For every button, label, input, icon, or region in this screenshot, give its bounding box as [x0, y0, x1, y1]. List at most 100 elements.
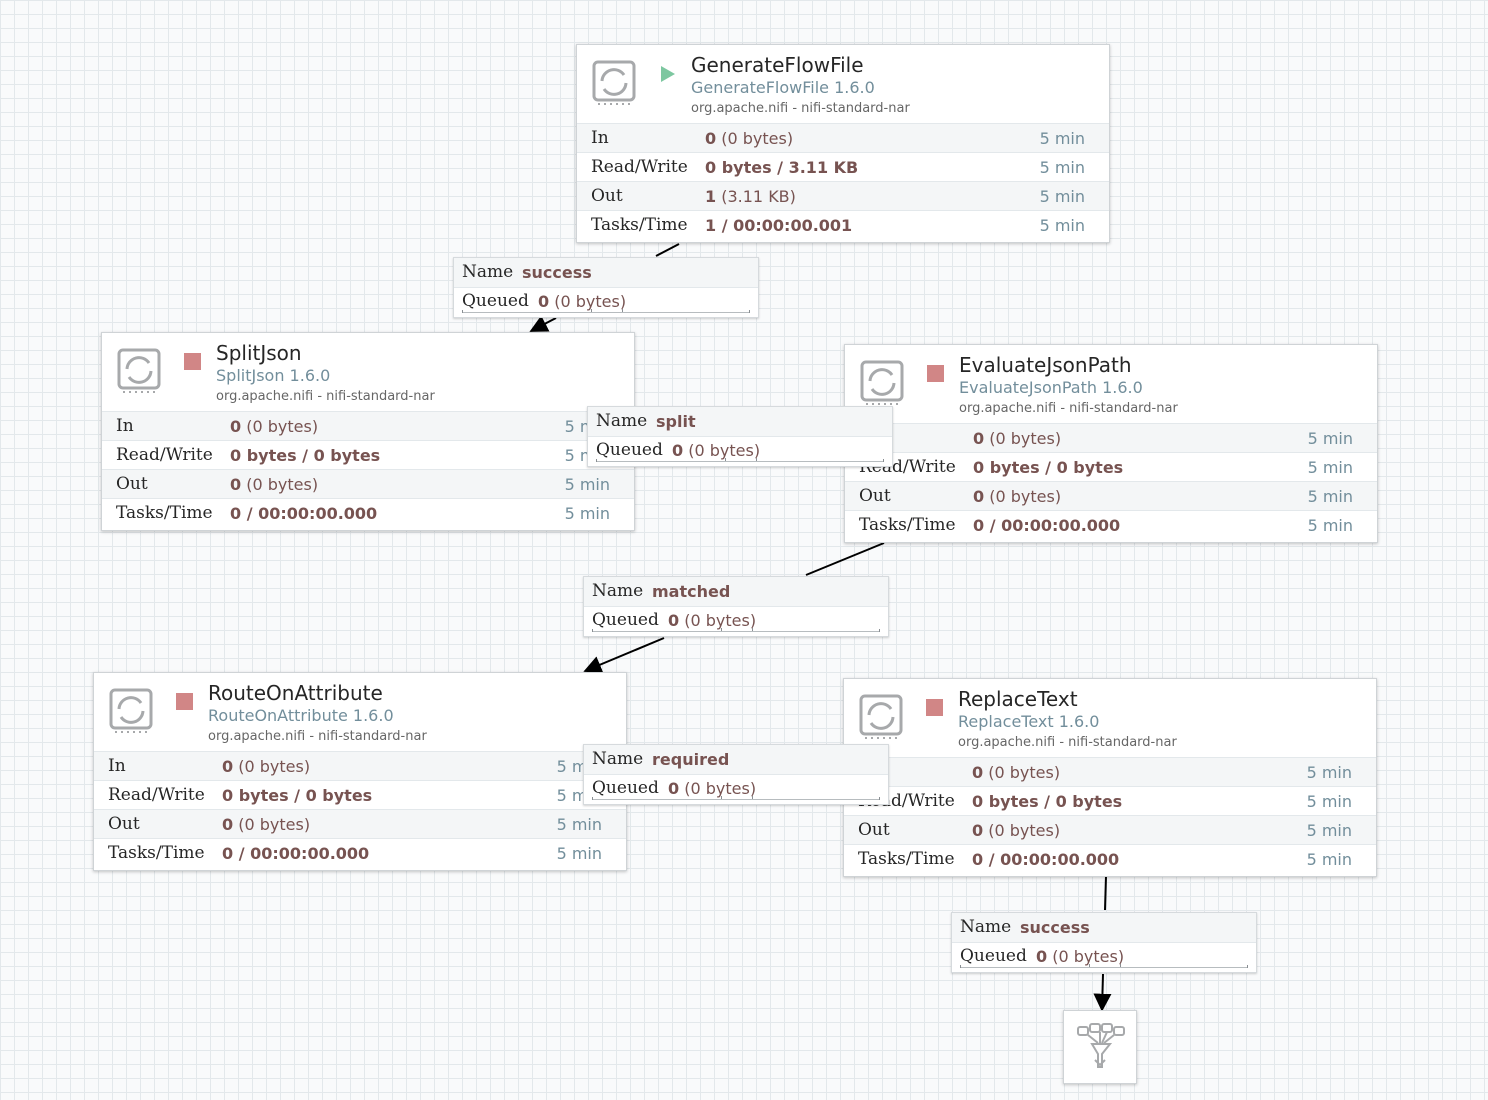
- stat-label-readwrite: Read/Write: [116, 445, 213, 465]
- stat-window-out: 5 min: [1307, 487, 1353, 506]
- connection-label-required[interactable]: Name required Queued 0 (0 bytes): [583, 744, 889, 805]
- processor-stats: In 0 (0 bytes) 5 min Read/Write 0 bytes …: [844, 757, 1376, 873]
- stat-value-tasks: 0 / 00:00:00.000: [972, 850, 1120, 869]
- processor-type: GenerateFlowFile 1.6.0: [691, 78, 875, 97]
- stat-row-readwrite: Read/Write 0 bytes / 0 bytes 5 min: [102, 440, 634, 469]
- stat-row-in: In 0 (0 bytes) 5 min: [577, 123, 1109, 152]
- stat-row-tasks: Tasks/Time 1 / 00:00:00.001 5 min: [577, 210, 1109, 239]
- processor-icon: [117, 348, 161, 393]
- stat-value-readwrite: 0 bytes / 0 bytes: [222, 786, 373, 805]
- processor-replacetext[interactable]: ReplaceText ReplaceText 1.6.0 org.apache…: [843, 678, 1377, 877]
- stat-label-tasks: Tasks/Time: [858, 849, 955, 869]
- stat-window-out: 5 min: [1039, 187, 1085, 206]
- stat-label-in: In: [108, 756, 126, 776]
- edge-evaluate-to-label[interactable]: [805, 542, 885, 576]
- stat-label-out: Out: [858, 820, 890, 840]
- connection-name: success: [1020, 918, 1090, 937]
- processor-icon: [592, 60, 636, 105]
- connection-name: split: [656, 412, 696, 431]
- stat-value-in: 0 (0 bytes): [230, 417, 319, 436]
- connection-name: required: [652, 750, 730, 769]
- processor-bundle: org.apache.nifi - nifi-standard-nar: [691, 101, 910, 116]
- stat-row-readwrite: Read/Write 0 bytes / 0 bytes 5 min: [844, 786, 1376, 815]
- connection-name: success: [522, 263, 592, 282]
- connection-label-success-2[interactable]: Name success Queued 0 (0 bytes): [951, 912, 1257, 973]
- edge-label-to-splitjson[interactable]: [529, 315, 557, 332]
- stat-value-readwrite: 0 bytes / 0 bytes: [972, 792, 1123, 811]
- stat-row-tasks: Tasks/Time 0 / 00:00:00.000 5 min: [845, 510, 1377, 539]
- connection-name-key: Name: [592, 749, 644, 769]
- stat-window-tasks: 5 min: [1307, 516, 1353, 535]
- backpressure-bar: [596, 458, 884, 462]
- stat-window-tasks: 5 min: [556, 844, 602, 863]
- processor-name: GenerateFlowFile: [691, 53, 864, 77]
- stat-window-readwrite: 5 min: [1307, 458, 1353, 477]
- stopped-icon: [176, 693, 193, 710]
- edge-label-to-funnel[interactable]: [1093, 973, 1112, 1012]
- connection-queued: 0 (0 bytes): [668, 611, 757, 630]
- stat-value-in: 0 (0 bytes): [705, 129, 794, 148]
- stat-row-in: In 0 (0 bytes) 5 min: [844, 757, 1376, 786]
- connection-name-key: Name: [596, 411, 648, 431]
- edge-replace-to-label[interactable]: [1104, 875, 1107, 911]
- connection-name-key: Name: [462, 262, 514, 282]
- connection-name: matched: [652, 582, 731, 601]
- funnel[interactable]: [1063, 1010, 1137, 1084]
- processor-name: ReplaceText: [958, 687, 1078, 711]
- stat-row-out: Out 0 (0 bytes) 5 min: [844, 815, 1376, 844]
- stopped-icon: [926, 699, 943, 716]
- processor-evaluatejsonpath[interactable]: EvaluateJsonPath EvaluateJsonPath 1.6.0 …: [844, 344, 1378, 543]
- stat-label-tasks: Tasks/Time: [591, 215, 688, 235]
- processor-name: RouteOnAttribute: [208, 681, 383, 705]
- stat-window-tasks: 5 min: [1306, 850, 1352, 869]
- backpressure-bar: [592, 796, 880, 800]
- processor-generateflowfile[interactable]: GenerateFlowFile GenerateFlowFile 1.6.0 …: [576, 44, 1110, 243]
- processor-bundle: org.apache.nifi - nifi-standard-nar: [958, 735, 1177, 750]
- stat-window-tasks: 5 min: [564, 504, 610, 523]
- stopped-icon: [927, 365, 944, 382]
- edge-generate-to-label[interactable]: [655, 243, 680, 257]
- connection-label-split[interactable]: Name split Queued 0 (0 bytes): [587, 406, 893, 467]
- stat-label-in: In: [591, 128, 609, 148]
- stat-row-tasks: Tasks/Time 0 / 00:00:00.000 5 min: [102, 498, 634, 527]
- funnel-icon: [1077, 1023, 1125, 1068]
- stat-value-out: 1 (3.11 KB): [705, 187, 796, 206]
- stat-label-tasks: Tasks/Time: [108, 843, 205, 863]
- connection-label-matched[interactable]: Name matched Queued 0 (0 bytes): [583, 576, 889, 637]
- processor-type: SplitJson 1.6.0: [216, 366, 331, 385]
- stat-value-tasks: 0 / 00:00:00.000: [230, 504, 378, 523]
- stat-value-out: 0 (0 bytes): [222, 815, 311, 834]
- stat-row-in: In 0 (0 bytes) 5 min: [845, 423, 1377, 452]
- stat-value-tasks: 0 / 00:00:00.000: [222, 844, 370, 863]
- stat-window-readwrite: 5 min: [1306, 792, 1352, 811]
- processor-routeonattribute[interactable]: RouteOnAttribute RouteOnAttribute 1.6.0 …: [93, 672, 627, 871]
- connection-queued-key: Queued: [592, 778, 659, 798]
- stat-value-out: 0 (0 bytes): [972, 821, 1061, 840]
- stat-row-out: Out 0 (0 bytes) 5 min: [94, 809, 626, 838]
- connection-queued-key: Queued: [960, 946, 1027, 966]
- stat-label-out: Out: [591, 186, 623, 206]
- processor-bundle: org.apache.nifi - nifi-standard-nar: [216, 389, 435, 404]
- stat-window-in: 5 min: [1307, 429, 1353, 448]
- stat-window-in: 5 min: [1306, 763, 1352, 782]
- stat-label-readwrite: Read/Write: [591, 157, 688, 177]
- connection-label-success[interactable]: Name success Queued 0 (0 bytes): [453, 257, 759, 318]
- stat-label-out: Out: [108, 814, 140, 834]
- processor-splitjson[interactable]: SplitJson SplitJson 1.6.0 org.apache.nif…: [101, 332, 635, 531]
- stat-value-out: 0 (0 bytes): [973, 487, 1062, 506]
- processor-icon: [860, 360, 904, 405]
- processor-bundle: org.apache.nifi - nifi-standard-nar: [959, 401, 1178, 416]
- processor-stats: In 0 (0 bytes) 5 min Read/Write 0 bytes …: [845, 423, 1377, 539]
- stat-value-tasks: 1 / 00:00:00.001: [705, 216, 853, 235]
- stat-value-readwrite: 0 bytes / 0 bytes: [973, 458, 1124, 477]
- backpressure-bar: [960, 964, 1248, 968]
- processor-icon: [109, 688, 153, 733]
- connection-queued-key: Queued: [596, 440, 663, 460]
- processor-icon: [859, 694, 903, 739]
- stat-label-readwrite: Read/Write: [108, 785, 205, 805]
- edge-label-to-route[interactable]: [583, 637, 665, 674]
- stat-row-out: Out 0 (0 bytes) 5 min: [845, 481, 1377, 510]
- stat-row-readwrite: Read/Write 0 bytes / 3.11 KB 5 min: [577, 152, 1109, 181]
- connection-queued: 0 (0 bytes): [672, 441, 761, 460]
